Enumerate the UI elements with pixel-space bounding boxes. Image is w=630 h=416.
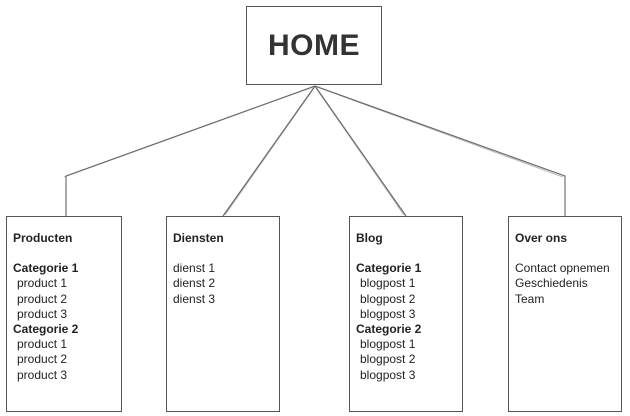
- list-item: product 2: [17, 291, 68, 306]
- connector-diensten-sketch: [224, 87, 315, 216]
- list-item: blogpost 2: [360, 352, 416, 367]
- list-item: blogpost 3: [360, 306, 416, 321]
- node-title: Over ons: [515, 231, 568, 245]
- list-item: dienst 2: [173, 276, 216, 291]
- list-item: dienst 1: [173, 261, 216, 276]
- connector-blog: [314, 85, 407, 217]
- list-item: dienst 3: [173, 291, 216, 306]
- home-title: HOME: [268, 28, 360, 62]
- list-item: product 3: [17, 367, 68, 382]
- category-heading: Categorie 2: [13, 322, 79, 337]
- list-item: product 3: [17, 306, 68, 321]
- list-item: Team: [515, 291, 545, 306]
- connector-blog-sketch: [315, 87, 405, 216]
- home-node[interactable]: HOME: [246, 6, 382, 85]
- list-item: blogpost 1: [360, 337, 416, 352]
- node-title: Blog: [356, 231, 383, 245]
- node-title: Diensten: [173, 231, 224, 245]
- connector-producten: [65, 85, 316, 216]
- connector-producten-sketch: [63, 86, 314, 178]
- list-item: blogpost 3: [360, 367, 416, 382]
- list-item: product 1: [17, 337, 68, 352]
- connector-over-ons: [314, 85, 566, 216]
- list-item: Contact opnemen: [515, 261, 610, 276]
- list-item: Geschiedenis: [515, 276, 588, 291]
- list-item: product 2: [17, 352, 68, 367]
- category-heading: Categorie 2: [356, 322, 422, 337]
- list-item: product 1: [17, 276, 68, 291]
- list-item: blogpost 2: [360, 291, 416, 306]
- connector-diensten: [222, 85, 316, 217]
- list-item: blogpost 1: [360, 276, 416, 291]
- connector-over-ons-sketch: [316, 86, 564, 178]
- category-heading: Categorie 1: [13, 261, 79, 276]
- category-heading: Categorie 1: [356, 261, 422, 276]
- node-title: Producten: [13, 231, 73, 245]
